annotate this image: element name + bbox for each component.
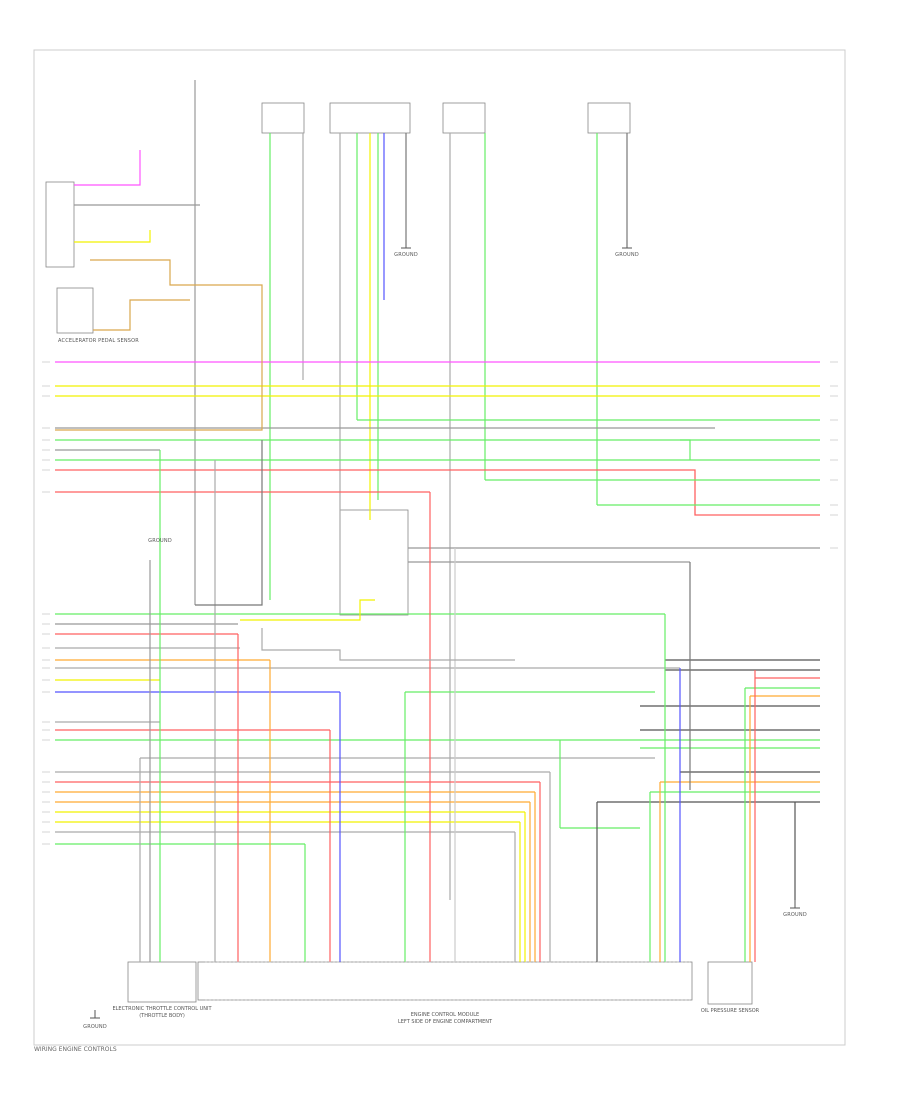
wire-h-red-1b (690, 469, 820, 516)
ecm-drop-wires (139, 450, 796, 962)
throttle-unit-box (127, 961, 197, 1003)
vertical-wires (194, 80, 628, 900)
oil-sensor-box (707, 961, 753, 1005)
component-box-1 (261, 102, 305, 134)
pedal-sensor-label: ACCELERATOR PEDAL SENSOR (58, 338, 139, 344)
ground-label-mid: GROUND (148, 538, 172, 544)
wire-gray-mid (261, 628, 515, 661)
left-switch-wiring (55, 150, 756, 678)
component-box-3 (442, 102, 486, 134)
wire-gray-ecm-loop (195, 440, 263, 606)
wire-yellow-mid (240, 599, 375, 621)
wire-yellow-switch (74, 230, 151, 243)
wire-green-right-top (680, 439, 691, 460)
ecm-box (197, 961, 693, 1001)
wire-tan-pedal (93, 299, 190, 331)
ecm-label: ENGINE CONTROL MODULE (410, 1012, 480, 1018)
ecm-pin-row (205, 961, 690, 1001)
component-box-4 (587, 102, 631, 134)
throttle-control-label: ELECTRONIC THROTTLE CONTROL UNIT (112, 1006, 212, 1012)
component-box-2 (329, 102, 411, 134)
ground-label-right: GROUND (783, 912, 807, 918)
pedal-sensor-box (56, 287, 94, 334)
footer-caption: WIRING ENGINE CONTROLS (34, 1046, 117, 1053)
mid-connector (339, 509, 409, 616)
ecm-location-label: LEFT SIDE OF ENGINE COMPARTMENT (397, 1019, 493, 1025)
ground-label-left: GROUND (83, 1024, 107, 1030)
top-components (45, 102, 753, 1005)
ground-label-top2: GROUND (615, 252, 639, 258)
switch-box-left (45, 181, 75, 268)
wire-pink-switch (74, 150, 141, 186)
diagram-frame (33, 49, 846, 1046)
ground-symbols (90, 240, 800, 1019)
ground-label-top1: GROUND (394, 252, 418, 258)
left-edge-ticks (42, 361, 50, 845)
horizontal-wires (55, 361, 820, 845)
right-edge-ticks (830, 361, 838, 549)
oil-sensor-label: OIL PRESSURE SENSOR (700, 1008, 760, 1014)
wire-tan-loop (55, 259, 263, 431)
throttle-location-label: (THROTTLE BODY) (139, 1013, 185, 1019)
